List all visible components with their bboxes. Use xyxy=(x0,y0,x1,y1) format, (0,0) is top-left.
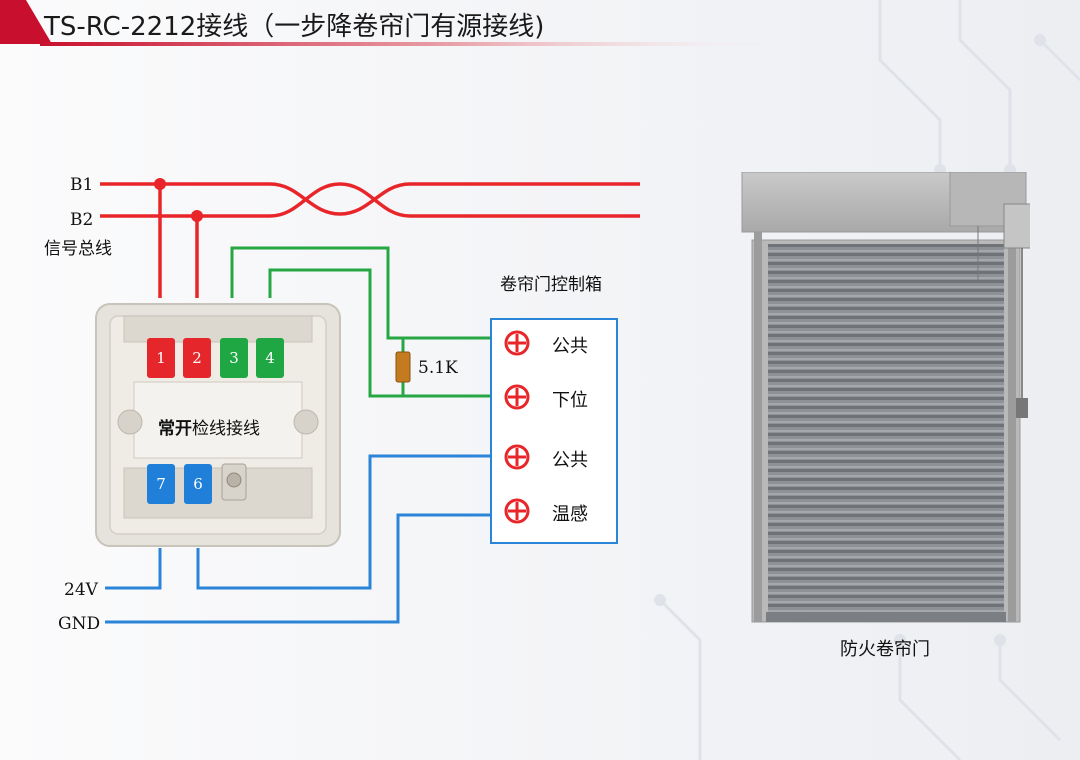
blue-wire-6 xyxy=(196,454,490,590)
terminal-7 xyxy=(147,464,175,504)
fire-shutter-door xyxy=(741,172,1030,623)
terminal-label: 下位 xyxy=(552,390,588,411)
power-24v-label: 24V xyxy=(64,580,98,600)
control-box-title: 卷帘门控制箱 xyxy=(500,275,602,295)
gnd-wire xyxy=(105,513,490,624)
b2-junction xyxy=(191,210,203,222)
title-underline xyxy=(40,42,800,46)
bus-b2-label: B2 xyxy=(70,210,94,230)
terminal-1 xyxy=(147,338,175,378)
terminal-2-label: 2 xyxy=(192,349,202,367)
circuit-decoration xyxy=(658,0,1080,760)
plus-terminal-icon xyxy=(504,330,530,356)
plus-terminal-icon xyxy=(504,444,530,470)
green-wire-4 xyxy=(268,268,490,398)
terminal-label: 公共 xyxy=(552,450,588,471)
terminal-2 xyxy=(183,338,211,378)
control-terminal-temperature: 温感 xyxy=(504,498,614,528)
terminal-label: 温感 xyxy=(552,504,588,525)
terminal-4 xyxy=(256,338,284,378)
control-terminal-common-1: 公共 xyxy=(504,330,614,360)
control-box: 公共 下位 公共 温感 xyxy=(490,318,618,544)
terminal-7-label: 7 xyxy=(156,475,166,493)
module-label-rest: 检线接线 xyxy=(192,419,260,439)
module-label: 常开检线接线 xyxy=(158,414,260,439)
bus-b1-label: B1 xyxy=(70,175,94,195)
module: 1 2 3 4 7 6 xyxy=(95,303,341,547)
terminal-1-label: 1 xyxy=(156,349,166,367)
b1-junction xyxy=(154,178,166,190)
title-bar xyxy=(0,0,800,46)
blue-wire-7-24v xyxy=(105,548,162,590)
terminal-6-label: 6 xyxy=(193,475,203,493)
terminal-label: 公共 xyxy=(552,336,588,357)
bus-b1-wire xyxy=(100,182,640,216)
plus-terminal-icon xyxy=(504,384,530,410)
top-terminals: 1 2 3 4 xyxy=(147,338,284,378)
shutter-slats xyxy=(768,244,1004,620)
power-gnd-label: GND xyxy=(58,614,101,634)
plus-terminal-icon xyxy=(504,498,530,524)
resistor-label: 5.1K xyxy=(418,358,458,378)
title-accent xyxy=(0,0,52,44)
terminal-3 xyxy=(220,338,248,378)
bottom-terminals: 7 6 xyxy=(147,463,247,504)
terminal-3-label: 3 xyxy=(229,349,239,367)
bus-b2-wire xyxy=(100,182,640,218)
green-wire-3 xyxy=(230,246,490,340)
terminal-6 xyxy=(184,464,212,504)
door-controller-box xyxy=(1003,203,1030,249)
terminal-4-label: 4 xyxy=(265,349,275,367)
module-label-bold: 常开 xyxy=(158,419,192,439)
control-terminal-common-2: 公共 xyxy=(504,444,614,474)
control-terminal-lower-limit: 下位 xyxy=(504,384,614,414)
page-title: TS-RC-2212接线（一步降卷帘门有源接线) xyxy=(44,12,545,42)
resistor xyxy=(395,351,411,383)
door-caption: 防火卷帘门 xyxy=(840,639,930,660)
signal-bus-label: 信号总线 xyxy=(44,239,112,259)
